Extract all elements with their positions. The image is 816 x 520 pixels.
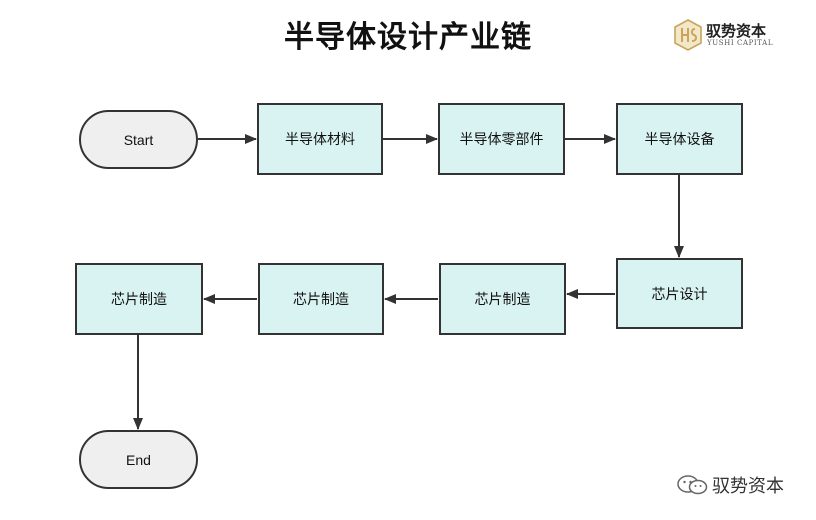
end-node: End xyxy=(79,430,198,489)
logo-mark-icon xyxy=(674,19,702,51)
wechat-icon xyxy=(677,475,708,495)
page-title: 半导体设计产业链 xyxy=(284,20,532,55)
step-semiconductor-materials: 半导体材料 xyxy=(257,103,383,175)
step-chip-manufacturing-1: 芯片制造 xyxy=(439,263,566,335)
step-chip-manufacturing-2: 芯片制造 xyxy=(258,263,384,335)
watermark: 驭势资本 xyxy=(676,472,806,498)
brand-name: 驭势资本 xyxy=(706,22,767,40)
step-chip-design: 芯片设计 xyxy=(616,258,743,329)
watermark-text: 驭势资本 xyxy=(712,476,784,497)
step-semiconductor-components: 半导体零部件 xyxy=(438,103,565,175)
step-chip-manufacturing-3: 芯片制造 xyxy=(75,263,203,335)
start-node: Start xyxy=(79,110,198,169)
brand-logo: 驭势资本 YUSHI CAPITAL xyxy=(673,19,793,53)
step-semiconductor-equipment: 半导体设备 xyxy=(616,103,743,175)
brand-name-en: YUSHI CAPITAL xyxy=(707,39,774,47)
